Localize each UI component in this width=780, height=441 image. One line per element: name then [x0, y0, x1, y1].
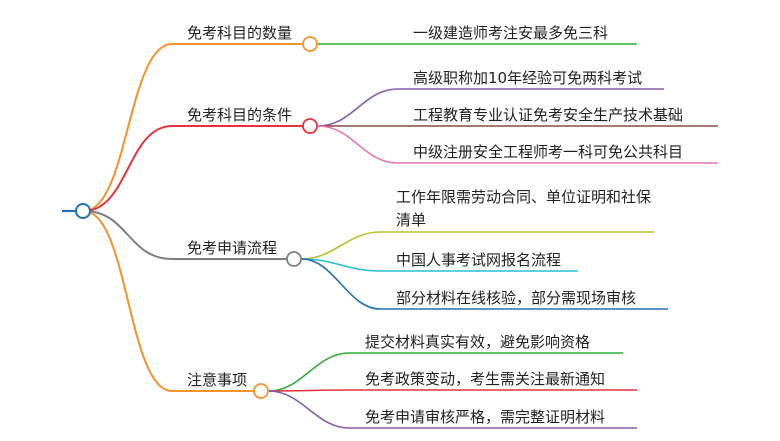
- branch-label-notes: 注意事项: [187, 371, 248, 389]
- leaf-curve: [317, 88, 664, 127]
- leaf-label: 工作年限需劳动合同、单位证明和社保清单: [396, 188, 652, 229]
- branch-toggle-conditions[interactable]: [302, 118, 318, 134]
- branch-label-conditions: 免考科目的条件: [187, 106, 293, 124]
- branch-label-process: 免考申请流程: [187, 239, 278, 257]
- leaf-label: 免考申请审核严格，需完整证明材料: [365, 408, 606, 426]
- trunk-curve-notes: [83, 210, 254, 392]
- leaf-label: 一级建造师考注安最多免三科: [413, 24, 609, 42]
- leaf-label: 高级职称加10年经验可免两科考试: [413, 69, 643, 87]
- root-node[interactable]: [75, 203, 91, 219]
- leaf-curve: [301, 258, 578, 272]
- leaf-curve: [301, 258, 668, 310]
- leaf-label: 提交材料真实有效，避免影响资格: [365, 333, 591, 351]
- trunk-curve-process: [83, 210, 287, 260]
- leaf-curve: [268, 389, 637, 392]
- leaf-curve: [317, 125, 718, 164]
- leaf-label: 部分材料在线核验，部分需现场审核: [396, 289, 637, 307]
- branch-toggle-quantity[interactable]: [302, 36, 318, 52]
- trunk-curve-conditions: [83, 125, 303, 212]
- leaf-curve: [268, 390, 637, 429]
- leaf-curve: [268, 352, 623, 392]
- leaf-label: 免考政策变动，考生需关注最新通知: [365, 370, 606, 388]
- leaf-label: 工程教育专业认证免考安全生产技术基础: [413, 106, 684, 124]
- branch-label-quantity: 免考科目的数量: [187, 24, 293, 42]
- leaf-label: 中级注册安全工程师考一科可免公共科目: [413, 143, 684, 161]
- branch-toggle-notes[interactable]: [253, 383, 269, 399]
- leaf-curve: [301, 231, 654, 260]
- leaf-label: 中国人事考试网报名流程: [396, 251, 562, 269]
- trunk-curve-quantity: [83, 43, 303, 212]
- branch-toggle-process[interactable]: [286, 251, 302, 267]
